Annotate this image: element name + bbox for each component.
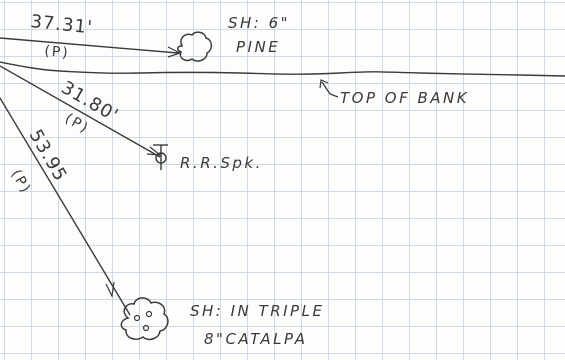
top-of-bank-label: TOP OF BANK (340, 89, 469, 107)
distance-pine: 37.31' (29, 11, 93, 38)
catalpa-trunk-3 (142, 324, 150, 332)
catalpa-trunk-1 (133, 314, 141, 322)
bank-leader-line (321, 81, 339, 98)
measure-line-pine (0, 37, 179, 54)
note-catalpa: (P) (8, 167, 35, 197)
catalpa-trunk-2 (145, 310, 153, 318)
catalpa-label-line1: SH: IN TRIPLE (190, 302, 324, 320)
catalpa-tree-symbol (120, 297, 169, 341)
pine-label-line1: SH: 6" (228, 14, 290, 32)
note-pine: (P) (44, 43, 71, 62)
distance-catalpa: 53.95 (25, 126, 71, 185)
arrowhead-spike (146, 146, 162, 156)
measure-line-spike (0, 65, 161, 158)
bank-leader-arrowhead (319, 79, 329, 89)
pine-tree-symbol (177, 31, 213, 62)
arrowhead-catalpa (105, 281, 115, 298)
catalpa-label-line2: 8"CATALPA (204, 330, 308, 348)
spike-label: R.R.Spk. (180, 154, 263, 172)
top-of-bank-line (0, 61, 565, 77)
pine-label-line2: PINE (236, 38, 280, 56)
note-spike: (P) (62, 111, 92, 138)
measure-line-catalpa (0, 97, 131, 316)
